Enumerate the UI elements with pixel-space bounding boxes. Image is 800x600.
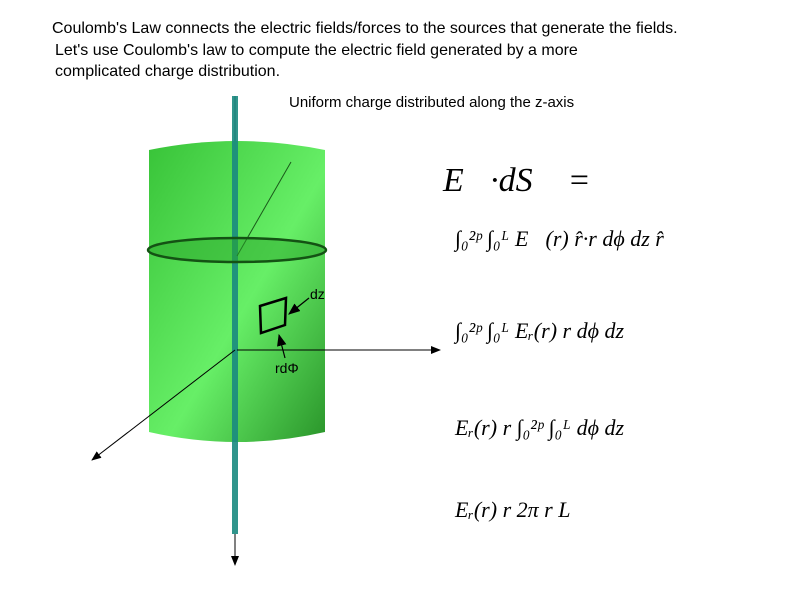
equation-step-3: Eᵣ(r) r ∫₀²ᵖ ∫₀ᴸ dϕ dz: [455, 415, 625, 440]
rdphi-label: rdΦ: [275, 360, 299, 376]
intro-line-3: complicated charge distribution.: [55, 63, 281, 80]
area-element: [258, 296, 288, 335]
equation-step-1: ∫₀²ᵖ ∫₀ᴸ E⃗(r) r̂·r dϕ dz r̂: [455, 226, 664, 251]
intro-line-1: Coulomb's Law connects the electric fiel…: [52, 20, 678, 37]
gaussian-ring: [146, 236, 328, 264]
equation-step-2: ∫₀²ᵖ ∫₀ᴸ Eᵣ(r) r dϕ dz: [455, 318, 625, 343]
subtitle: Uniform charge distributed along the z-a…: [289, 94, 575, 111]
equation-step-4: Eᵣ(r) r 2π r L: [455, 497, 571, 522]
dz-label: dz: [310, 286, 325, 302]
y-axis-arrow: [91, 349, 236, 461]
intro-line-2: Let's use Coulomb's law to compute the e…: [55, 42, 578, 59]
gauss-law-lhs: ∮ E⃗·dS⃗ =: [408, 162, 591, 199]
